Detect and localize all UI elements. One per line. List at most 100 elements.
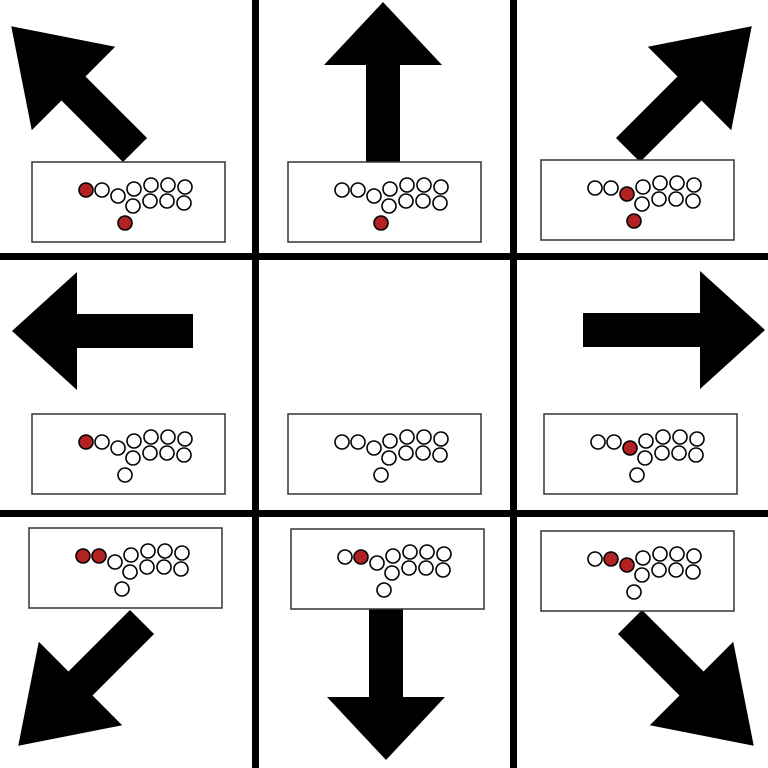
dot	[629, 467, 645, 483]
dot	[114, 581, 130, 597]
active-dot	[353, 549, 369, 565]
dot	[652, 175, 668, 191]
dot	[590, 434, 606, 450]
active-dot	[75, 548, 91, 564]
dot	[655, 429, 671, 445]
active-dot	[603, 551, 619, 567]
dot	[685, 193, 701, 209]
dot	[174, 545, 190, 561]
dot	[350, 434, 366, 450]
dot	[139, 559, 155, 575]
dot	[637, 450, 653, 466]
dot	[107, 554, 123, 570]
dot	[668, 191, 684, 207]
dot	[176, 447, 192, 463]
dot	[635, 550, 651, 566]
formation-box	[540, 530, 735, 612]
dot	[651, 562, 667, 578]
dot	[334, 434, 350, 450]
dot	[117, 467, 133, 483]
formation-box	[540, 159, 735, 241]
dot	[398, 193, 414, 209]
dot	[94, 182, 110, 198]
arrow-up-left-icon	[11, 26, 148, 163]
arrow-down-right-icon	[617, 609, 754, 746]
panel	[290, 528, 485, 760]
dot	[382, 181, 398, 197]
dot	[606, 434, 622, 450]
dot	[142, 445, 158, 461]
dot	[369, 555, 385, 571]
dot	[603, 180, 619, 196]
dot	[651, 191, 667, 207]
formation-box	[31, 413, 226, 495]
dot	[669, 175, 685, 191]
panel	[12, 272, 226, 495]
arrow-down-left-icon	[18, 609, 155, 746]
dot	[125, 450, 141, 466]
arrow-left-icon	[12, 272, 193, 390]
dot	[337, 549, 353, 565]
dot	[159, 193, 175, 209]
dot	[433, 431, 449, 447]
dot	[416, 429, 432, 445]
dot	[126, 181, 142, 197]
dot	[635, 179, 651, 195]
panel	[11, 26, 226, 243]
grid-line-horizontal	[0, 510, 768, 517]
active-dot	[78, 434, 94, 450]
panel	[540, 530, 754, 746]
formation-box	[543, 413, 738, 495]
dot	[350, 182, 366, 198]
formation-box	[290, 528, 485, 610]
dot	[381, 450, 397, 466]
dot	[401, 560, 417, 576]
dot	[366, 188, 382, 204]
panel	[540, 26, 752, 241]
dot	[382, 433, 398, 449]
panel	[287, 2, 482, 243]
dot	[143, 429, 159, 445]
dot	[685, 564, 701, 580]
dot	[177, 431, 193, 447]
dot	[686, 548, 702, 564]
grid-line-horizontal	[0, 253, 768, 260]
dot	[433, 179, 449, 195]
dot	[652, 546, 668, 562]
active-dot	[78, 182, 94, 198]
active-dot	[91, 548, 107, 564]
active-dot	[117, 215, 133, 231]
dot	[626, 584, 642, 600]
arrow-up-right-icon	[615, 26, 752, 163]
panel	[543, 271, 765, 495]
dot	[157, 543, 173, 559]
dot	[672, 429, 688, 445]
dot	[110, 440, 126, 456]
active-dot	[619, 557, 635, 573]
dot	[376, 582, 392, 598]
dot	[125, 198, 141, 214]
dot	[142, 193, 158, 209]
panel	[287, 413, 482, 495]
dot	[140, 543, 156, 559]
dot	[110, 188, 126, 204]
dot	[385, 548, 401, 564]
arrow-up-icon	[324, 2, 442, 164]
dot	[415, 445, 431, 461]
dot	[587, 180, 603, 196]
dot	[436, 546, 452, 562]
dot	[634, 567, 650, 583]
arrow-down-icon	[327, 606, 445, 760]
dot	[399, 177, 415, 193]
dot	[173, 561, 189, 577]
formation-box	[287, 413, 482, 495]
dot	[366, 440, 382, 456]
dot	[94, 434, 110, 450]
dot	[126, 433, 142, 449]
panel	[18, 527, 223, 746]
dot	[419, 544, 435, 560]
dot	[587, 551, 603, 567]
dot	[435, 562, 451, 578]
dot	[668, 562, 684, 578]
